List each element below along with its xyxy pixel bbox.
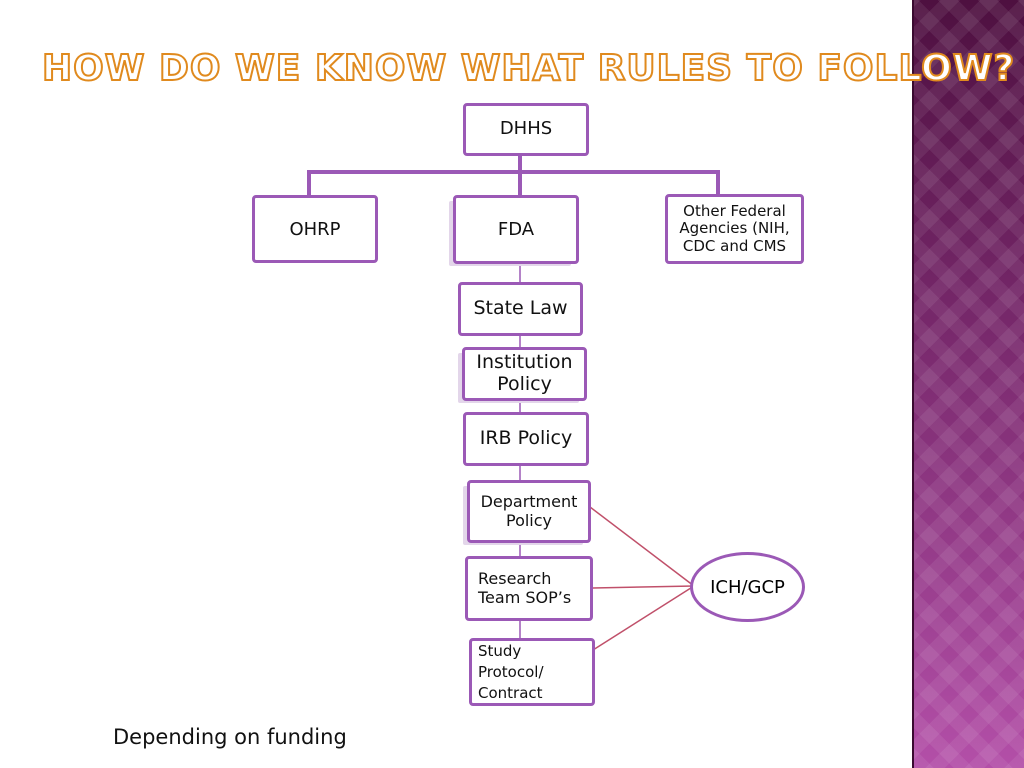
connector-ich-to-research	[592, 585, 695, 589]
node-state-law: State Law	[458, 282, 583, 336]
slide-title: HOW DO WE KNOW WHAT RULES TO FOLLOW?	[41, 47, 1016, 90]
node-institution-policy-label: Institution Policy	[476, 351, 573, 395]
funding-caption: Depending on funding	[113, 725, 347, 749]
connector-ich-to-protocol	[592, 585, 695, 651]
node-ich-gcp: ICH/GCP	[690, 552, 805, 622]
node-department-policy-label: Department Policy	[480, 492, 578, 530]
node-department-policy: Department Policy	[467, 480, 591, 543]
node-ich-gcp-label: ICH/GCP	[710, 576, 785, 598]
node-study-protocol: Study Protocol/ Contract	[469, 638, 595, 706]
node-other-federal: Other Federal Agencies (NIH, CDC and CMS	[665, 194, 804, 264]
node-irb-policy-label: IRB Policy	[479, 427, 573, 450]
node-ohrp: OHRP	[252, 195, 378, 263]
node-institution-policy: Institution Policy	[462, 347, 587, 401]
node-dhhs-label: DHHS	[499, 118, 553, 140]
node-state-law-label: State Law	[473, 297, 568, 320]
node-fda: FDA	[453, 195, 579, 264]
side-decorative-band	[912, 0, 1024, 768]
node-irb-policy: IRB Policy	[463, 412, 589, 466]
node-dhhs: DHHS	[463, 103, 589, 156]
connector-ich-to-department	[589, 506, 695, 587]
node-study-protocol-label: Study Protocol/ Contract	[478, 641, 544, 702]
node-research-team-sops-label: Research Team SOP’s	[478, 569, 572, 607]
node-ohrp-label: OHRP	[289, 219, 341, 240]
node-fda-label: FDA	[497, 219, 535, 240]
node-other-federal-label: Other Federal Agencies (NIH, CDC and CMS	[679, 202, 790, 255]
connector-lines	[307, 154, 720, 651]
node-research-team-sops: Research Team SOP’s	[465, 556, 593, 621]
